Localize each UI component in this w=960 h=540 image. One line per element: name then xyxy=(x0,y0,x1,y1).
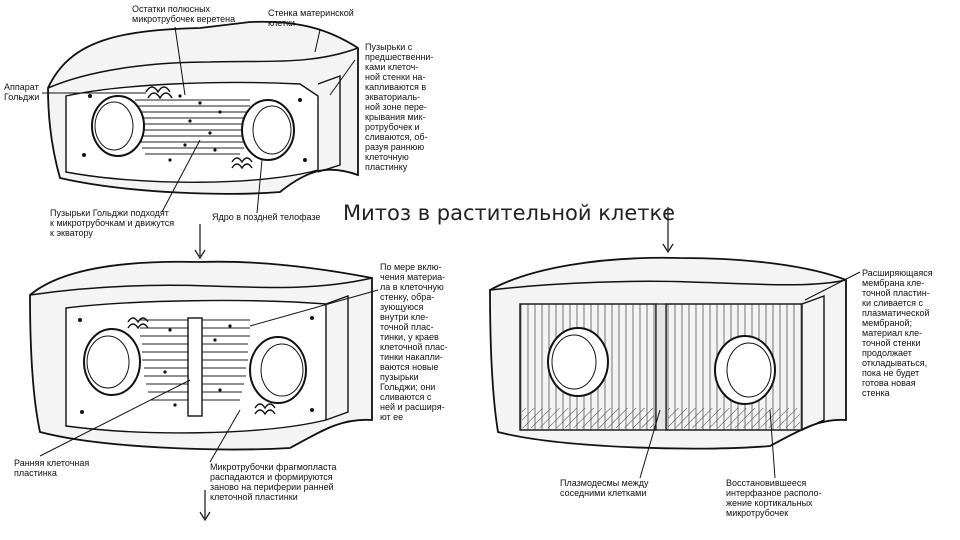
nucleus-3-right xyxy=(714,335,776,405)
nucleus-1-right xyxy=(241,99,295,161)
figure-title: Митоз в растительной клетке xyxy=(343,201,676,225)
label-golgi-apparatus: Аппарат Гольджи xyxy=(4,82,40,102)
label-late-telophase-nucleus: Ядро в поздней телофазе xyxy=(212,212,321,222)
nucleus-2-right xyxy=(249,336,307,404)
cell-panel-2 xyxy=(29,260,379,463)
label-spindle-remnants: Остатки полюсных микротрубочек веретена xyxy=(132,4,236,24)
label-cortical-microtubules: Восстановившееся интерфазное располо- же… xyxy=(726,478,822,518)
label-early-cell-plate: Ранняя клеточная пластинка xyxy=(14,458,90,478)
pointer-lines-3 xyxy=(639,271,861,479)
label-golgi-vesicles: Пузырьки Гольджи подходят к микротрубочк… xyxy=(50,208,175,238)
nucleus-1-left xyxy=(91,95,145,157)
golgi-2 xyxy=(127,317,276,416)
pointer-lines-2 xyxy=(39,289,379,463)
cell-panel-1 xyxy=(42,20,359,214)
arrow-down-2 xyxy=(662,207,674,254)
label-vesicles-accumulate: Пузырьки с предшественни- ками клеточ- н… xyxy=(365,42,434,172)
label-membrane-fuses: Расширяющаяся мембрана кле- точной пласт… xyxy=(862,268,933,398)
early-cell-plate-2 xyxy=(187,317,203,417)
vesicles-1 xyxy=(82,94,307,162)
label-mother-cell-wall: Стенка материнской клетки xyxy=(268,8,354,28)
arrow-down-3 xyxy=(199,490,211,522)
arrow-down-1 xyxy=(194,224,206,260)
label-plasmodesmata: Плазмодесмы между соседними клетками xyxy=(560,478,649,498)
nucleus-2-left xyxy=(83,328,141,396)
golgi-1 xyxy=(145,86,253,170)
spindle-microtubules-1 xyxy=(135,99,250,155)
new-cell-wall xyxy=(655,303,667,431)
nucleus-3-left xyxy=(547,327,609,397)
pointer-lines-1 xyxy=(42,26,356,214)
cell-panel-3 xyxy=(489,256,861,479)
vesicles-2 xyxy=(78,316,314,414)
label-inclusion-material: По мере вклю- чения материа- ла в клеточ… xyxy=(380,262,448,422)
label-phragmoplast-microtubules: Микротрубочки фрагмопласта распадаются и… xyxy=(210,462,337,502)
